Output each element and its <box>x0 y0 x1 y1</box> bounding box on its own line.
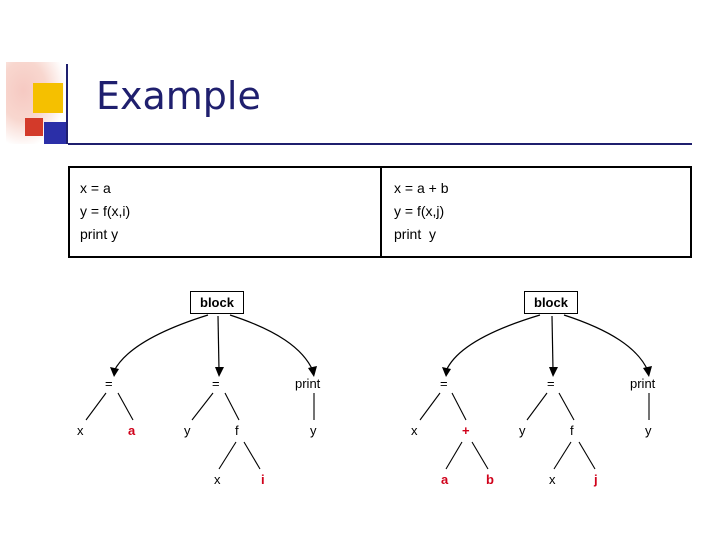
tree-node-root-right: block <box>524 291 578 314</box>
decorative-vertical-line <box>66 64 68 144</box>
page-title: Example <box>96 74 261 118</box>
title-divider <box>68 143 692 145</box>
code-box: x = a y = f(x,i) print y x = a + b y = f… <box>68 166 692 258</box>
tree-node-right-plus: + <box>462 423 470 438</box>
tree-node-right-assign2: = <box>547 376 555 391</box>
decorative-square-red <box>25 118 43 136</box>
decorative-square-yellow <box>33 83 63 113</box>
tree-node-left-print: print <box>295 376 321 391</box>
tree-node-right-assign1: = <box>440 376 448 391</box>
code-snippet-right: x = a + b y = f(x,j) print y <box>394 180 449 242</box>
tree-node-root-left: block <box>190 291 244 314</box>
tree-node-right-j: j <box>594 472 598 487</box>
tree-node-right-x1: x <box>411 423 418 438</box>
tree-node-left-f: f <box>235 423 239 438</box>
code-snippet-left: x = a y = f(x,i) print y <box>80 180 131 242</box>
decorative-square-blue <box>44 122 66 144</box>
tree-node-left-x1: x <box>77 423 84 438</box>
tree-node-right-a: a <box>441 472 449 487</box>
tree-node-left-y2: y <box>310 423 317 438</box>
code-box-divider <box>380 168 382 256</box>
tree-node-right-b: b <box>486 472 494 487</box>
tree-node-right-x2: x <box>549 472 556 487</box>
tree-node-left-assign1: = <box>105 376 113 391</box>
tree-node-right-print: print <box>630 376 656 391</box>
tree-node-left-a: a <box>128 423 136 438</box>
tree-node-left-i: i <box>261 472 265 487</box>
tree-node-left-assign2: = <box>212 376 220 391</box>
tree-node-right-f: f <box>570 423 574 438</box>
tree-node-right-y2: y <box>645 423 652 438</box>
tree-node-right-y1: y <box>519 423 526 438</box>
tree-node-left-y1: y <box>184 423 191 438</box>
tree-node-left-x2: x <box>214 472 221 487</box>
